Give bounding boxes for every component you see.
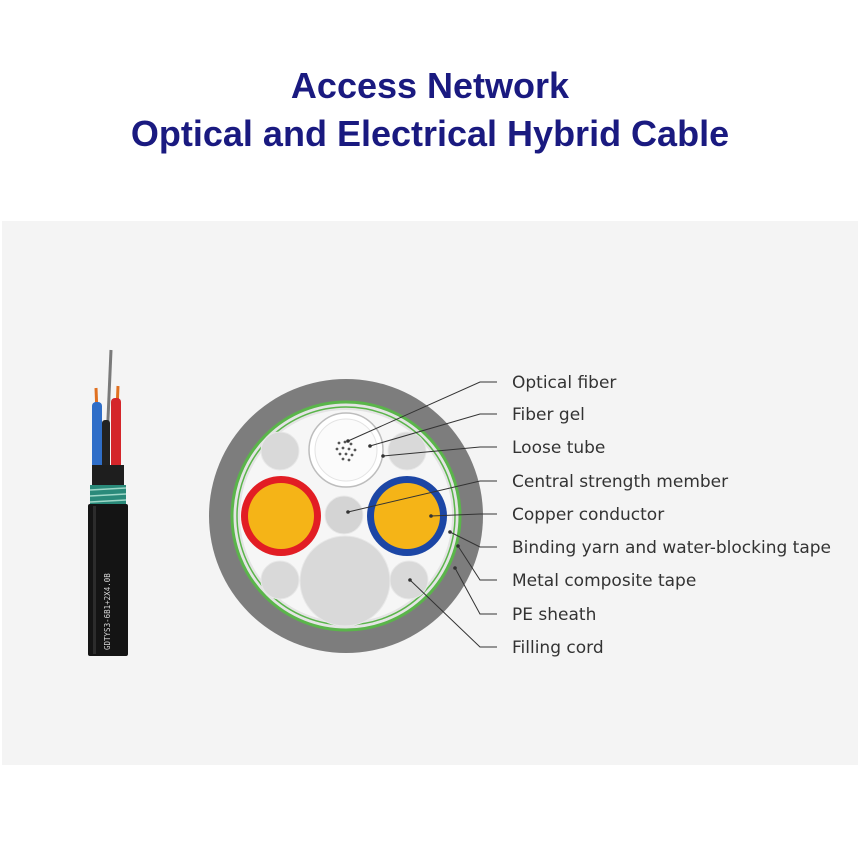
title-line-2: Optical and Electrical Hybrid Cable: [130, 113, 730, 154]
label-pe-sheath: PE sheath: [512, 605, 596, 625]
leader-lines: [347, 381, 497, 648]
optical-fibers: [335, 440, 357, 462]
metal-composite-tape: [230, 400, 462, 632]
label-filling-cord: Filling cord: [512, 638, 604, 658]
component-labels: Optical fiber Fiber gel Loose tube Centr…: [512, 373, 831, 658]
copper-conductor-left: [248, 483, 314, 549]
filling-cord: [387, 431, 427, 471]
filling-cord: [260, 431, 300, 471]
inner-jacket: [92, 465, 124, 487]
filling-cord: [260, 560, 300, 600]
copper-conductor-right: [374, 483, 440, 549]
central-strength-member: [324, 495, 364, 535]
title: Access Network Optical and Electrical Hy…: [0, 62, 860, 158]
label-fiber-gel: Fiber gel: [512, 405, 585, 425]
label-optical-fiber: Optical fiber: [512, 373, 616, 393]
title-line-1: Access Network: [290, 65, 570, 106]
large-filling-cord: [299, 535, 391, 627]
fiber-gel: [314, 418, 378, 482]
cable-print: GDTYS3-6B1+2X4.0B: [103, 573, 112, 650]
label-loose-tube: Loose tube: [512, 438, 605, 458]
blue-insulated-wire: [92, 402, 102, 474]
outer-sheath-body: [88, 504, 128, 656]
label-central-strength-member: Central strength member: [512, 472, 728, 492]
label-metal-composite-tape: Metal composite tape: [512, 571, 696, 591]
cable-side-view: GDTYS3-6B1+2X4.0B: [88, 349, 128, 656]
label-binding-yarn: Binding yarn and water-blocking tape: [512, 538, 831, 558]
label-copper-conductor: Copper conductor: [512, 505, 664, 525]
leader-endpoints: [346, 439, 460, 582]
red-insulated-wire: [111, 398, 121, 474]
